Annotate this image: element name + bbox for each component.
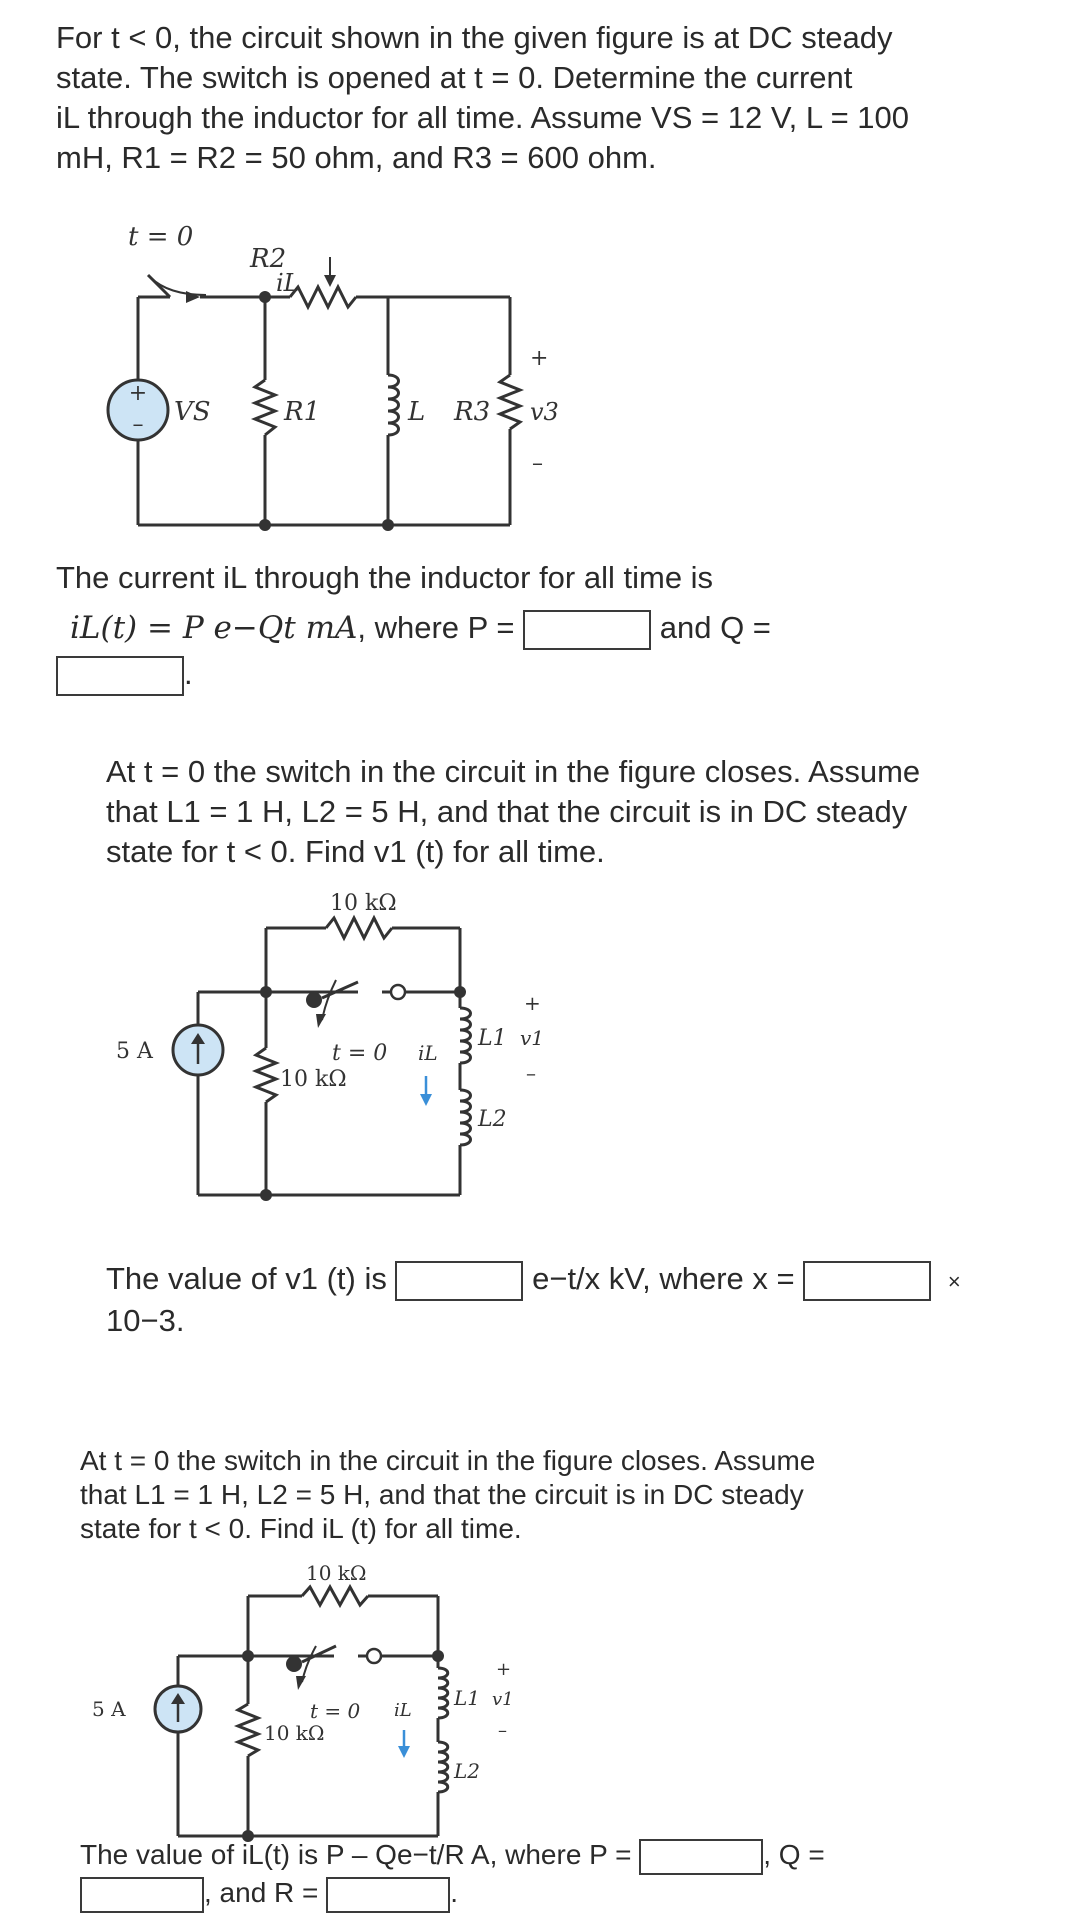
q2-text-line-2: that L1 = 1 H, L2 = 5 H, and that the ci…: [106, 794, 908, 829]
q2-answer-part-1: The value of v1 (t) is: [106, 1261, 387, 1296]
q3-q-input[interactable]: [80, 1876, 204, 1913]
q1-answer-line-2: .: [56, 654, 193, 696]
q1-r3-label: R3: [453, 397, 490, 427]
q1-p-input[interactable]: [523, 609, 652, 650]
q3-answer-line-2: , and R = .: [80, 1876, 458, 1913]
q3-answer-line: The value of iL(t) is P – Qe−t/R A, wher…: [80, 1838, 825, 1875]
q2-times-sign: ×: [947, 1269, 961, 1294]
q3-il-label: iL: [394, 1700, 412, 1721]
q3-circuit-diagram: 10 kΩ t = 0 10 kΩ 5 A iL L1 L2 v1 + –: [92, 1561, 514, 1842]
q2-answer-line: The value of v1 (t) is e−t/x kV, where x…: [106, 1259, 961, 1302]
q1-text-line-2: state. The switch is opened at t = 0. De…: [56, 60, 853, 95]
q3-l2-label: L2: [453, 1759, 480, 1783]
q3-source-label: 5 A: [92, 1697, 126, 1721]
q1-formula: iL(t) = P e−Qt mA: [70, 610, 358, 646]
q2-x-input[interactable]: [803, 1260, 932, 1301]
q1-answer-intro: The current iL through the inductor for …: [56, 560, 714, 595]
q3-v1-plus: +: [496, 1659, 511, 1680]
q3-t0-label: t = 0: [310, 1699, 361, 1723]
q1-source-plus: +: [129, 381, 147, 406]
q3-r-mid-label: 10 kΩ: [264, 1721, 325, 1745]
q3-answer-part-1: The value of iL(t) is P – Qe−t/R A, wher…: [80, 1839, 632, 1870]
q2-v1-minus: –: [526, 1061, 536, 1085]
q1-l-label: L: [407, 397, 425, 427]
q1-and-q: and Q =: [659, 610, 771, 645]
q1-period: .: [184, 656, 193, 691]
q3-r-input[interactable]: [326, 1876, 451, 1913]
q2-il-label: iL: [418, 1041, 438, 1065]
q1-q-input[interactable]: [56, 655, 184, 696]
q1-v3-plus: +: [530, 346, 548, 371]
q1-r2-label: R2: [249, 244, 286, 274]
q2-answer-part-2: e−t/x kV, where x =: [532, 1261, 795, 1296]
q2-answer-part-3: 10−3.: [106, 1303, 185, 1338]
q1-where-p: , where P =: [357, 610, 515, 645]
q3-v1-label: v1: [492, 1689, 514, 1710]
q1-v3-minus: –: [532, 451, 543, 476]
q2-r-top-label: 10 kΩ: [330, 891, 397, 916]
q2-coefficient-input[interactable]: [395, 1260, 524, 1301]
q2-v1-label: v1: [520, 1026, 544, 1050]
q1-voltage-source: [106, 378, 170, 442]
q1-il-label: iL: [276, 269, 300, 297]
q3-p-input[interactable]: [639, 1838, 764, 1875]
q2-text-line-1: At t = 0 the switch in the circuit in th…: [106, 754, 921, 789]
q3-and-r: , and R =: [204, 1877, 319, 1908]
q1-t0-label: t = 0: [128, 222, 193, 252]
q1-text-line-1: For t < 0, the circuit shown in the give…: [56, 20, 893, 55]
q3-text-line-1: At t = 0 the switch in the circuit in th…: [80, 1445, 816, 1476]
q2-l1-label: L1: [477, 1026, 507, 1051]
q2-r-mid-label: 10 kΩ: [280, 1067, 347, 1092]
q3-l1-label: L1: [453, 1686, 480, 1710]
q3-text-line-3: state for t < 0. Find iL (t) for all tim…: [80, 1513, 522, 1544]
q2-t0-label: t = 0: [332, 1041, 387, 1066]
q1-circuit-diagram: + – t = 0 R2 iL VS R1 L R3 v3 + –: [106, 222, 559, 531]
q3-text-line-2: that L1 = 1 H, L2 = 5 H, and that the ci…: [80, 1479, 804, 1510]
q1-v3-label: v3: [530, 398, 559, 426]
q1-vs-label: VS: [174, 397, 211, 427]
q2-text-line-3: state for t < 0. Find v1 (t) for all tim…: [106, 834, 605, 869]
q1-r1-label: R1: [283, 397, 320, 427]
q2-v1-plus: +: [524, 991, 541, 1015]
q3-period: .: [450, 1877, 458, 1908]
q1-text-line-4: mH, R1 = R2 = 50 ohm, and R3 = 600 ohm.: [56, 140, 657, 175]
q3-v1-minus: –: [498, 1720, 507, 1741]
q2-source-label: 5 A: [116, 1039, 154, 1064]
q3-q-label: , Q =: [763, 1839, 825, 1870]
q1-answer-line: iL(t) = P e−Qt mA, where P = and Q =: [70, 608, 771, 650]
q2-l2-label: L2: [477, 1107, 507, 1132]
q1-text-line-3: iL through the inductor for all time. As…: [56, 100, 910, 135]
q3-r-top-label: 10 kΩ: [306, 1561, 367, 1585]
q2-circuit-diagram: 10 kΩ t = 0 10 kΩ 5 A iL L1 L2 v1 + –: [116, 891, 544, 1201]
q1-source-minus: –: [133, 412, 144, 437]
